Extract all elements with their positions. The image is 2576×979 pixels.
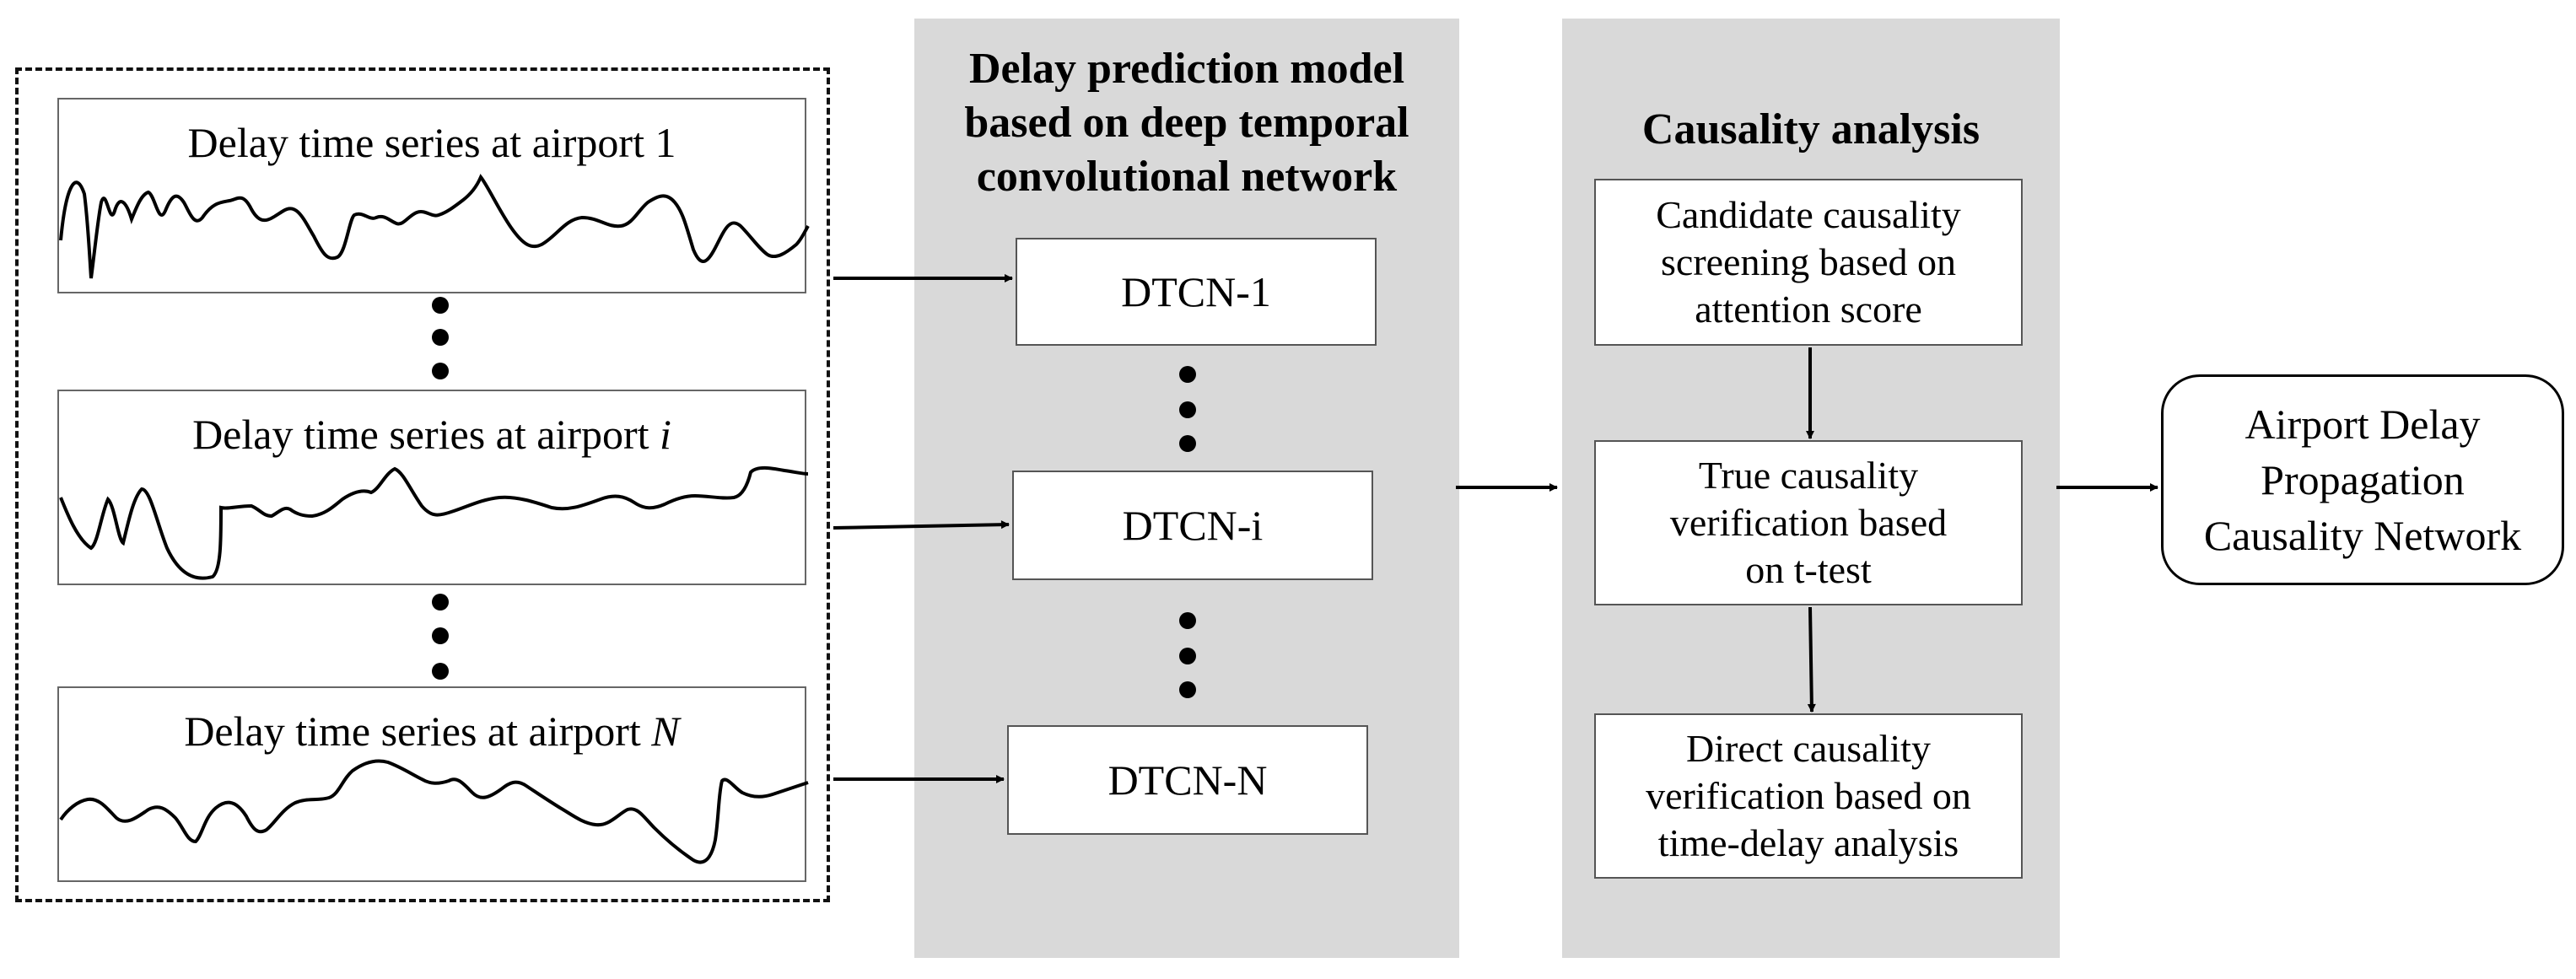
causality-step-true: True causality verification based on t-t…: [1594, 440, 2023, 605]
series-curve-airport-i: [59, 465, 809, 580]
model-box-dtcn-n: DTCN-N: [1007, 725, 1368, 835]
ellipsis-dots-series-upper: [432, 297, 449, 379]
input-group-frame: [15, 67, 830, 902]
ellipsis-dots-models-lower: [1179, 612, 1196, 698]
series-box-airport-n: Delay time series at airport N: [57, 686, 806, 882]
arrow-series-i-to-dtcn-i: [833, 520, 1010, 530]
causality-step-direct: Direct causality verification based on t…: [1594, 713, 2023, 879]
arrow-true-to-direct: [1807, 606, 1816, 713]
series-label-airport-n: Delay time series at airport N: [184, 707, 680, 755]
model-box-dtcn-1: DTCN-1: [1016, 238, 1377, 346]
causality-panel-title: Causality analysis: [1641, 105, 1981, 153]
model-box-dtcn-i: DTCN-i: [1012, 471, 1373, 580]
series-label-airport-i: Delay time series at airport i: [192, 411, 671, 458]
causality-step-candidate: Candidate causality screening based on a…: [1594, 179, 2023, 346]
prediction-panel-title: Delay prediction model based on deep tem…: [964, 45, 1409, 201]
series-box-airport-i: Delay time series at airport i: [57, 390, 806, 585]
series-curve-airport-1: [59, 174, 810, 279]
ellipsis-dots-series-lower: [432, 594, 449, 680]
series-curve-airport-n: [59, 759, 809, 864]
ellipsis-dots-models-upper: [1179, 366, 1196, 452]
output-causality-network: Airport Delay Propagation Causality Netw…: [2161, 374, 2564, 585]
series-box-airport-1: Delay time series at airport 1: [57, 98, 806, 293]
series-label-airport-1: Delay time series at airport 1: [187, 119, 676, 166]
